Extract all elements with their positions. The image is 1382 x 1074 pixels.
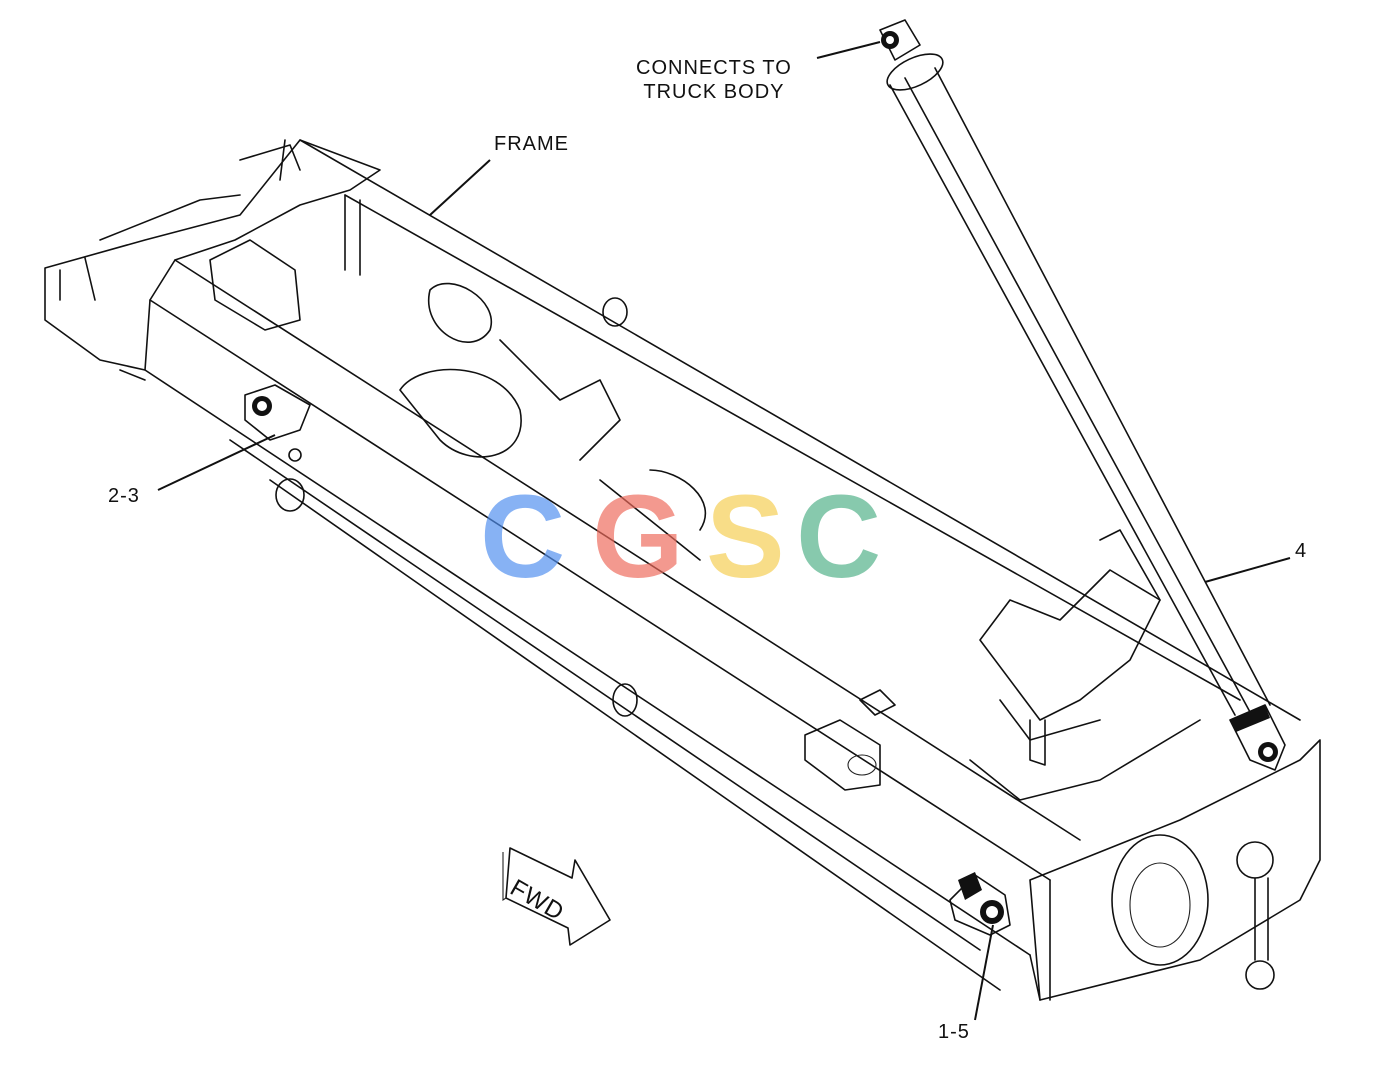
- part-2-3-label: 2-3: [108, 485, 140, 507]
- frame-leader: [429, 159, 491, 216]
- watermark-letter-2: G: [592, 471, 684, 603]
- watermark-letter-1: C: [480, 471, 566, 603]
- front-cylinder-mount: [949, 872, 1011, 936]
- frame-label: FRAME: [494, 133, 569, 155]
- part-1-5-label: 1-5: [938, 1021, 970, 1043]
- connects-to-truck-body-label: CONNECTS TO TRUCK BODY: [636, 57, 792, 103]
- connects-leader: [816, 41, 881, 59]
- watermark-letter-3: S: [706, 471, 785, 603]
- part-1-5-leader: [974, 924, 994, 1021]
- watermark-letter-4: C: [796, 471, 882, 603]
- rear-cylinder-mount: [244, 384, 311, 462]
- fwd-arrow: [502, 847, 611, 946]
- part-4-label: 4: [1295, 540, 1308, 562]
- hoist-cylinder: [879, 19, 1286, 771]
- truck-frame: [44, 139, 1321, 1001]
- part-2-3-leader: [157, 434, 276, 491]
- part-4-leader: [1204, 557, 1291, 583]
